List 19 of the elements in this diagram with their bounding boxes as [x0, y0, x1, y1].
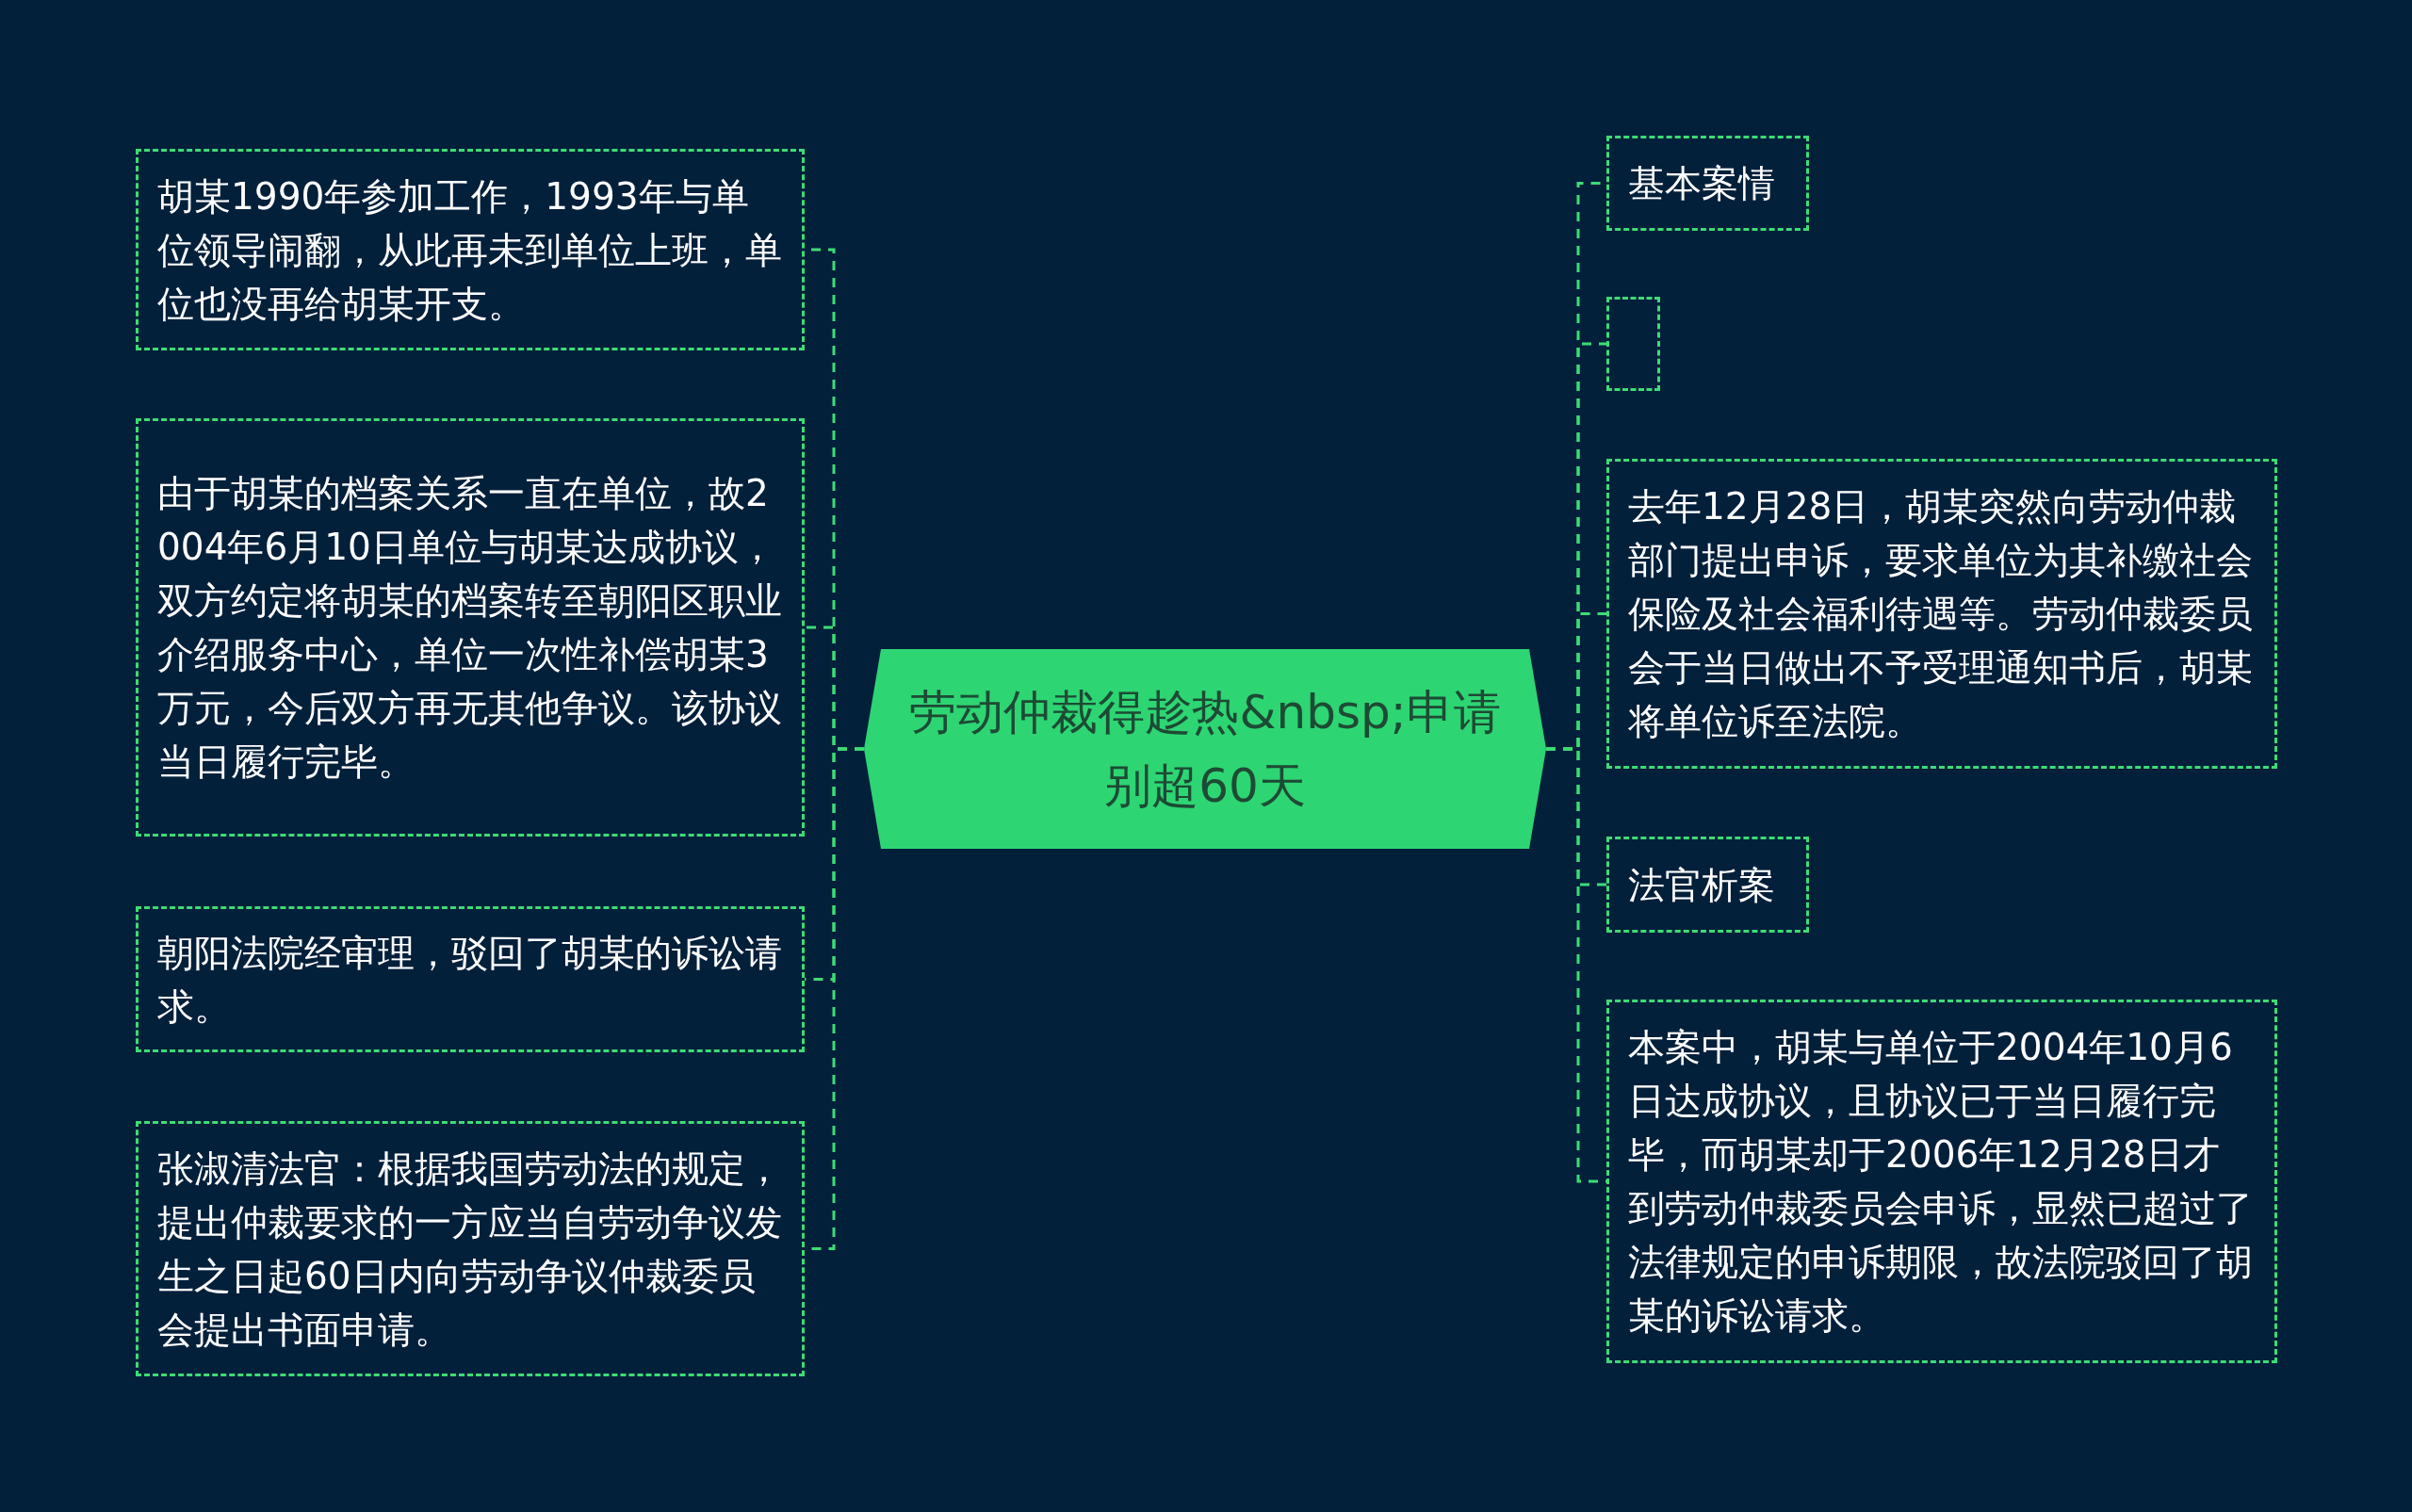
text-card: [136, 418, 805, 837]
card-text: 本案中，胡某与单位于2004年10月6日达成协议，且协议已于当日履行完毕，而胡某却于2006年12月28日才到劳动仲裁委员会申诉，显然已超过了法律规定的申诉期限，故法院驳回了胡某的诉讼请求。: [1628, 1025, 2254, 1339]
card-text: 去年12月28日，胡某突然向劳动仲裁部门提出申诉，要求单位为其补缴社会保险及社会福利待遇等。劳动仲裁委员会于当日做出不予受理通知书后，胡某将单位诉至法院。: [1628, 484, 2254, 744]
text-card: [136, 149, 805, 350]
card-text: 法官析案: [1628, 862, 1775, 908]
card-text: 基本案情: [1628, 161, 1775, 206]
text-card: [1606, 136, 1809, 231]
text-card: [1606, 837, 1809, 933]
card-text: 胡某1990年参加工作，1993年与单位领导闹翻，从此再未到单位上班，单位也没再给胡某开支。: [157, 173, 783, 327]
topic-text: 劳动仲裁得趁热&nbsp;申请别超60天: [908, 684, 1502, 815]
card-text: 张淑清法官：根据我国劳动法的规定，提出仲裁要求的一方应当自劳动争议发生之日起60日内向劳动争议仲裁委员会提出书面申请。: [157, 1146, 783, 1353]
text-card: [1606, 1000, 2277, 1363]
text-card: [1606, 459, 2277, 769]
text-card: [136, 906, 805, 1052]
text-card: [136, 1121, 805, 1376]
card-text: 由于胡某的档案关系一直在单位，故2004年6月10日单位与胡某达成协议，双方约定将胡某的档案转至朝阳区职业介绍服务中心，单位一次性补偿胡某3万元，今后双方再无其他争议。该协议当日履行完毕。: [157, 471, 783, 785]
card-text: 朝阳法院经审理，驳回了胡某的诉讼请求。: [157, 930, 783, 1030]
connector-line: [1546, 747, 1606, 1183]
empty-box: [1606, 297, 1660, 391]
